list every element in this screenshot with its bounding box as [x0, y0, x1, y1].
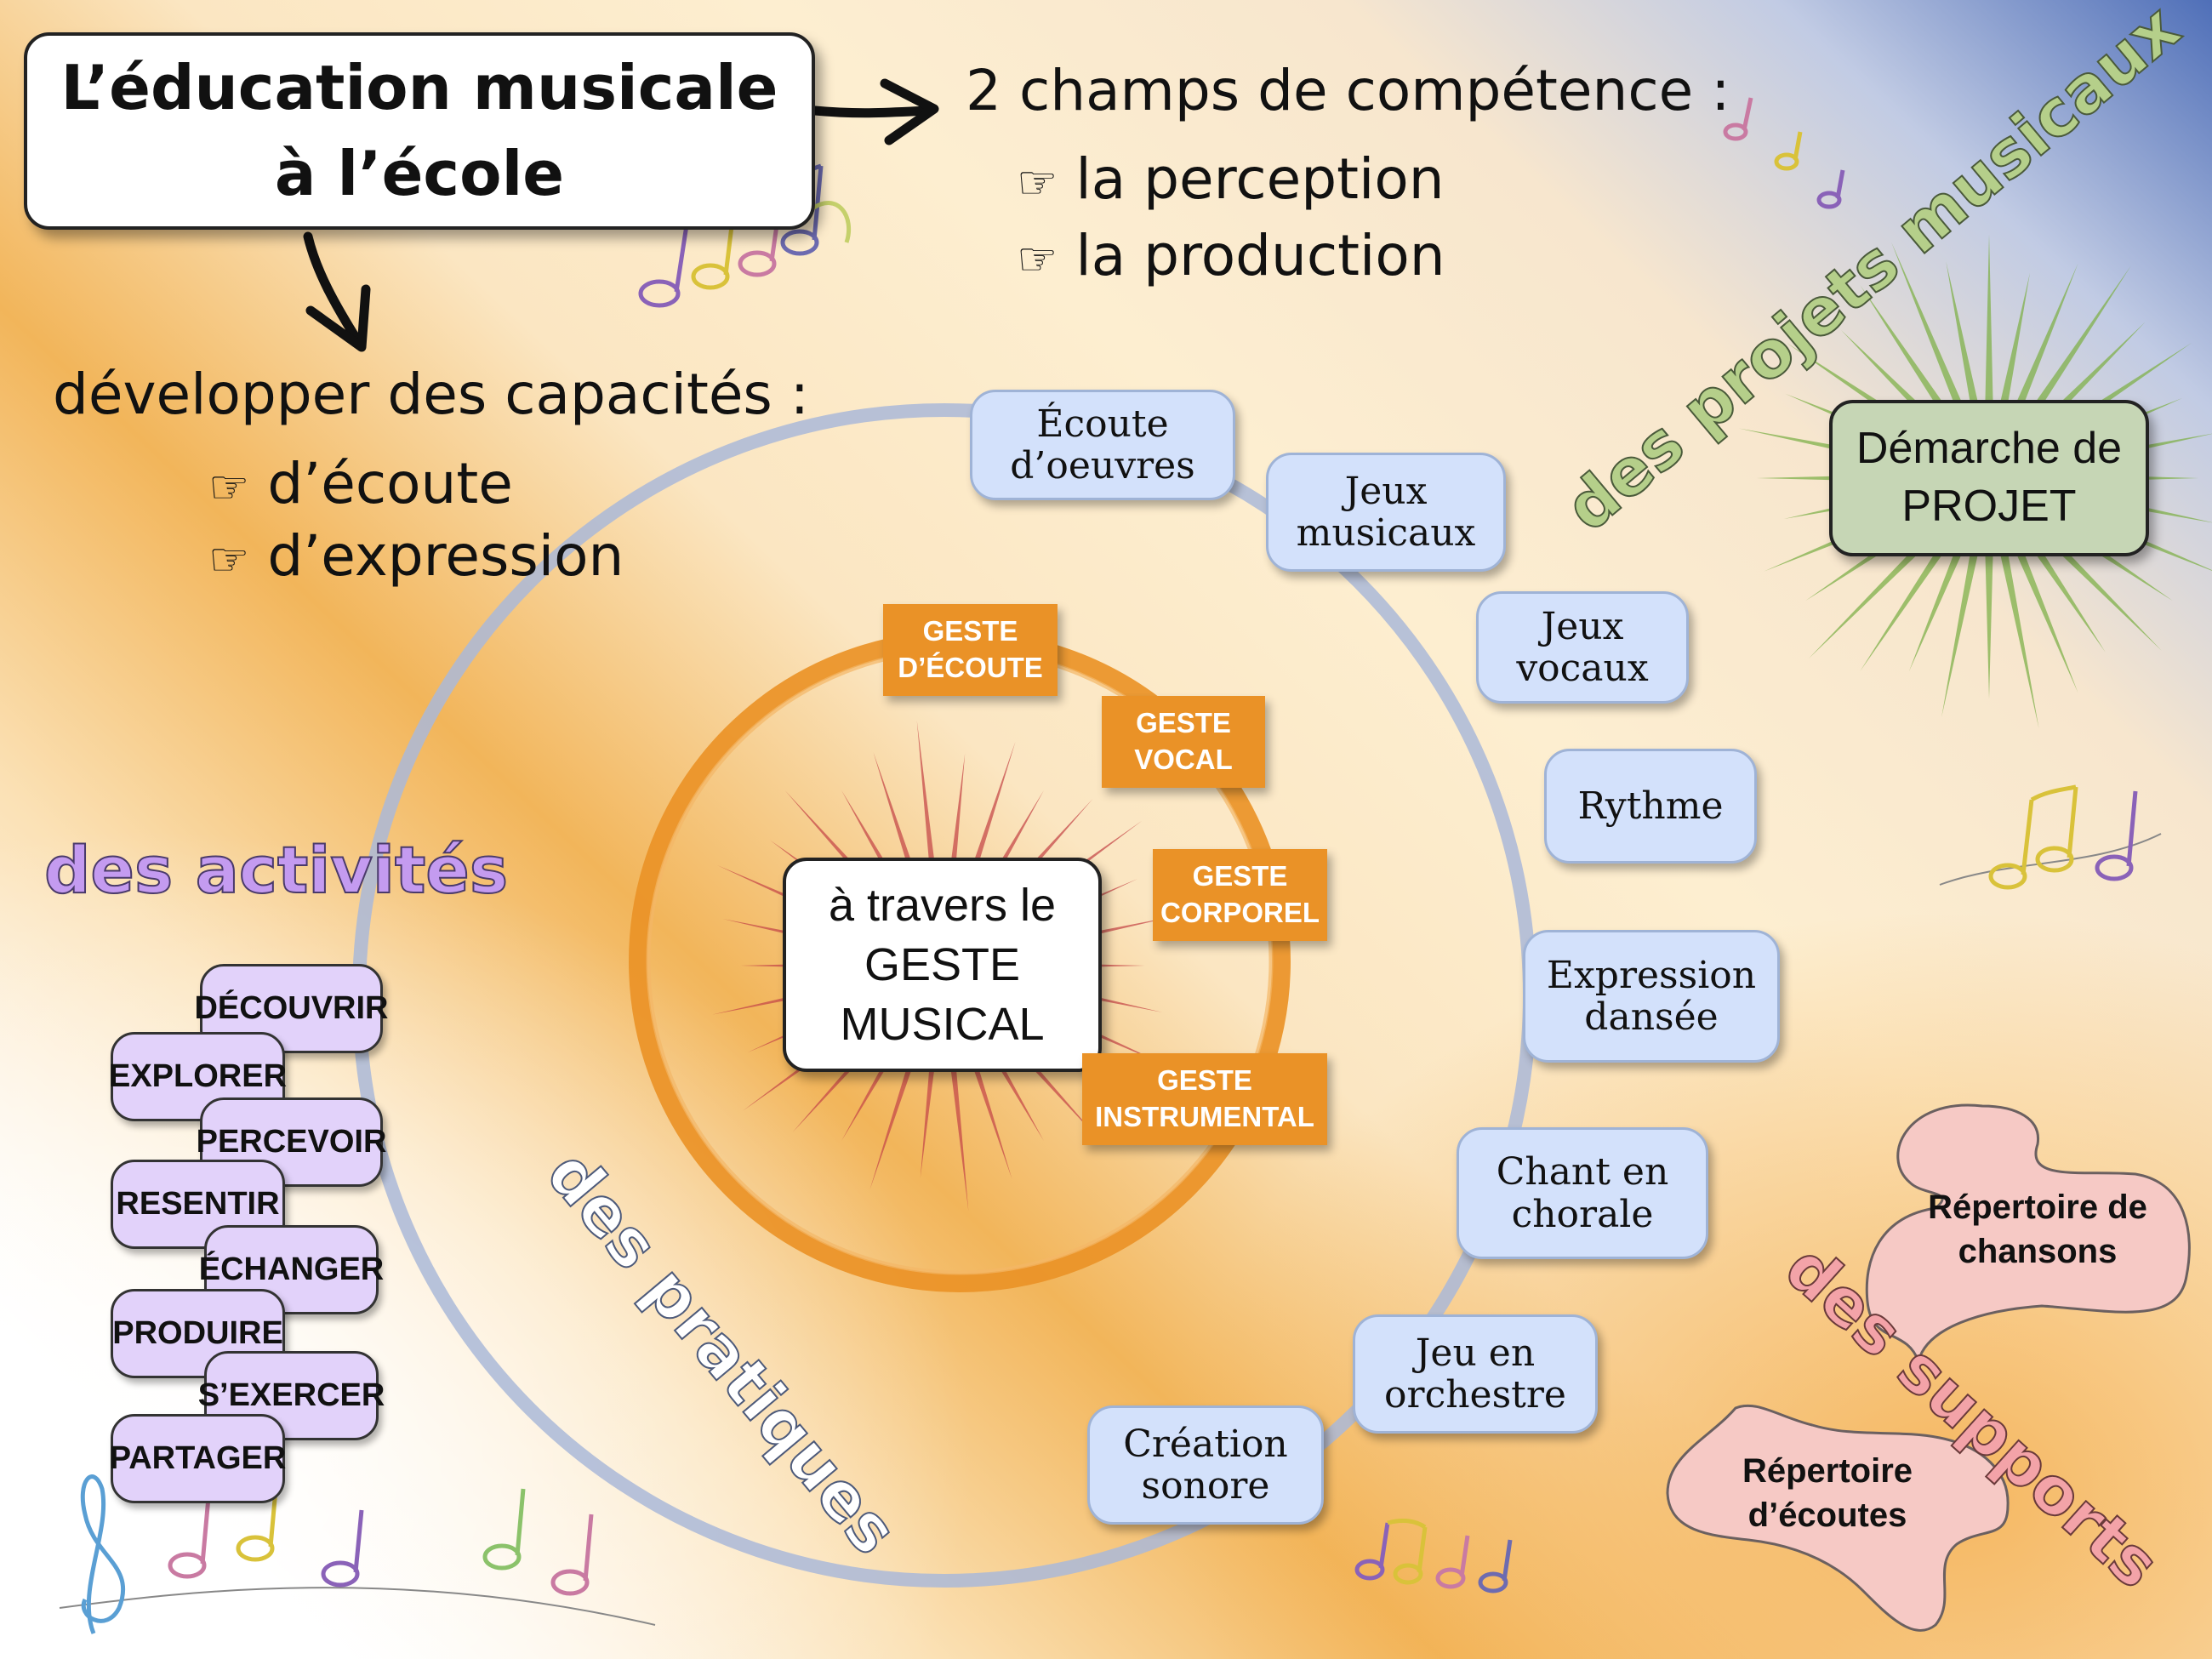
pratique-line-2: orchestre: [1384, 1373, 1566, 1417]
pratique-rythme: Rythme: [1544, 749, 1757, 864]
support-chansons: Répertoire de chansons: [1927, 1178, 2148, 1280]
geste-corporel: GESTE CORPOREL: [1153, 849, 1327, 941]
projet-line-2: PROJET: [1901, 482, 2077, 531]
title-line-2: à l’école: [274, 138, 565, 209]
starburst-ray: [2011, 539, 2078, 693]
center-box: à travers le GESTE MUSICAL: [783, 858, 1102, 1072]
cloud-ecoutes: [1666, 1404, 2010, 1632]
verb-sexercer: S’EXERCER: [198, 1351, 385, 1440]
pratique-expression-dansee: Expression dansée: [1523, 930, 1780, 1063]
pratique-line-1: Jeu en: [1415, 1331, 1536, 1375]
arrow-right-icon: [810, 78, 939, 145]
competence-label: la perception: [1075, 146, 1445, 212]
geste-vocal: GESTE VOCAL: [1102, 696, 1265, 788]
verb-decouvrir: DÉCOUVRIR: [194, 964, 389, 1053]
support-chansons-line-2: chansons: [1958, 1233, 2118, 1270]
capacite-label: d’écoute: [267, 451, 513, 516]
starburst-ray: [1985, 234, 1993, 411]
arrow-down-icon: [303, 231, 371, 352]
starburst-ray: [1808, 523, 1944, 659]
cloud-chansons: [1865, 1103, 2191, 1366]
pratique-line-1: Création: [1123, 1422, 1288, 1466]
pratique-line-2: chorale: [1511, 1192, 1654, 1236]
competences-heading: 2 champs de compétence :: [966, 58, 1730, 123]
starburst-ray: [1998, 272, 2030, 413]
starburst-ray: [1941, 544, 1981, 717]
capacites-heading: développer des capacités :: [53, 362, 810, 427]
support-chansons-line-1: Répertoire de: [1928, 1189, 2147, 1226]
starburst-ray: [1985, 545, 1993, 699]
starburst-ray: [2023, 532, 2106, 653]
pointing-hand-icon: ☞: [208, 460, 250, 514]
pratique-line-1: Rythme: [1577, 784, 1724, 828]
support-ecoutes: Répertoire d’écoutes: [1742, 1452, 1913, 1534]
geste-ecoute: GESTE D’ÉCOUTE: [883, 604, 1058, 696]
pointing-hand-icon: ☞: [208, 533, 250, 586]
geste-line-2: VOCAL: [1134, 744, 1233, 775]
pratique-line-1: Jeux: [1541, 604, 1624, 648]
pratique-line-2: musicaux: [1296, 511, 1476, 555]
label-activites: des activités: [43, 831, 509, 909]
projet-box: Démarche de PROJET: [1829, 400, 2149, 556]
starburst-ray: [2011, 263, 2078, 418]
geste-line-2: CORPOREL: [1160, 897, 1320, 928]
pratique-jeux-musicaux: Jeux musicaux: [1266, 453, 1506, 572]
pointing-hand-icon: ☞: [1017, 232, 1058, 286]
pratique-chant-chorale: Chant en chorale: [1457, 1127, 1708, 1259]
pratique-line-1: Chant en: [1496, 1150, 1669, 1194]
starburst-ray: [2023, 265, 2131, 425]
competence-label: la production: [1075, 223, 1445, 288]
geste-line-2: D’ÉCOUTE: [898, 652, 1043, 683]
starburst-ray: [1908, 539, 1967, 672]
pointing-hand-icon: ☞: [1017, 156, 1058, 209]
competence-item-production: ☞ la production: [1017, 223, 1445, 288]
verb-echanger: ÉCHANGER: [199, 1225, 384, 1314]
center-line-2: GESTE: [864, 938, 1021, 990]
pratique-line-2: vocaux: [1516, 647, 1649, 690]
pratique-ecoute-oeuvres: Écoute d’oeuvres: [970, 390, 1235, 500]
geste-line-2: INSTRUMENTAL: [1095, 1101, 1314, 1132]
starburst-ray: [1891, 242, 1967, 418]
verb-partager: PARTAGER: [110, 1414, 286, 1503]
starburst-ray: [1860, 285, 1955, 425]
title-line-1: L’éducation musicale: [60, 52, 778, 124]
title-box: L’éducation musicale à l’école: [24, 32, 815, 230]
geste-line-1: GESTE: [922, 615, 1018, 647]
pratique-line-2: sonore: [1141, 1464, 1270, 1508]
pratique-line-2: dansée: [1584, 995, 1719, 1039]
pratique-line-1: Écoute: [1036, 402, 1169, 446]
starburst-ray: [1946, 261, 1981, 413]
capacite-item-ecoute: ☞ d’écoute: [208, 451, 513, 516]
geste-line-1: GESTE: [1157, 1064, 1252, 1097]
pratique-line-1: Jeux: [1344, 469, 1428, 513]
center-line-3: MUSICAL: [840, 999, 1045, 1051]
projet-line-1: Démarche de: [1856, 424, 2123, 474]
capacite-label: d’expression: [267, 523, 624, 589]
starburst-ray: [1860, 532, 1955, 671]
starburst-ray: [1998, 544, 2039, 729]
geste-instrumental: GESTE INSTRUMENTAL: [1082, 1053, 1327, 1145]
center-line-1: à travers le: [828, 879, 1057, 931]
pratique-jeux-vocaux: Jeux vocaux: [1476, 591, 1689, 704]
pratique-jeu-orchestre: Jeu en orchestre: [1353, 1314, 1598, 1434]
pratique-line-2: d’oeuvres: [1010, 444, 1195, 487]
competence-item-perception: ☞ la perception: [1017, 146, 1445, 212]
music-notes-icon: [59, 97, 2162, 1634]
geste-line-1: GESTE: [1192, 860, 1288, 892]
capacite-item-expression: ☞ d’expression: [208, 523, 624, 589]
geste-line-1: GESTE: [1136, 707, 1231, 739]
pratique-line-1: Expression: [1546, 953, 1757, 997]
pratique-creation-sonore: Création sonore: [1087, 1405, 1324, 1525]
